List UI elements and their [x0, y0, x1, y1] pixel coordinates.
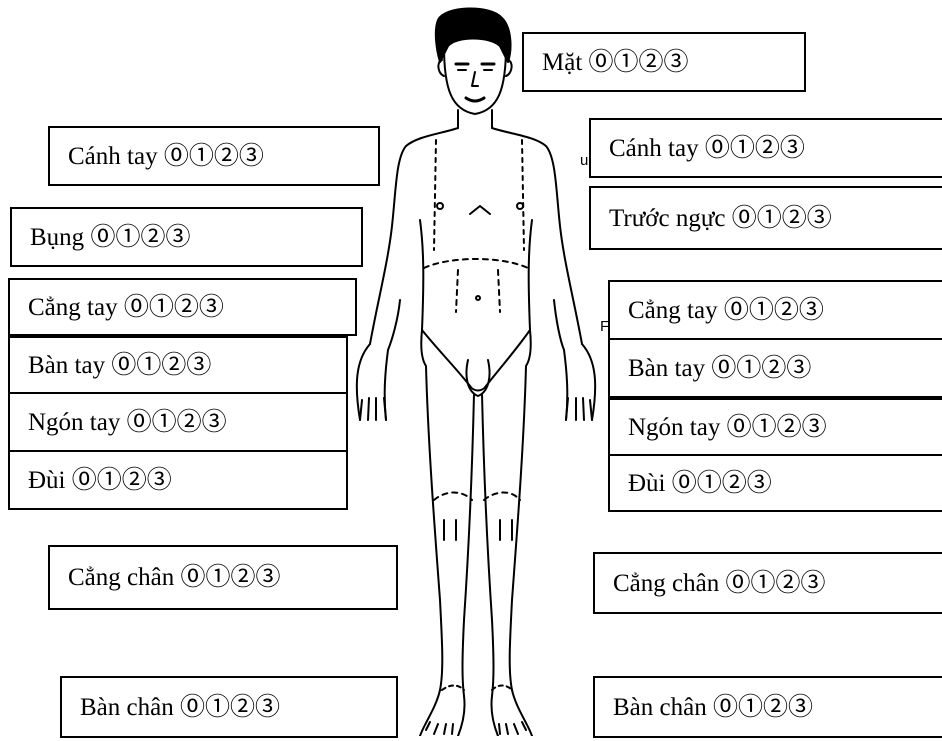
label-thigh-left: Đùi ⓪①②③	[8, 450, 348, 510]
score-options: ⓪①②③	[732, 206, 832, 231]
label-abdomen: Bụng ⓪①②③	[10, 207, 363, 267]
score-options: ⓪①②③	[124, 295, 224, 320]
label-shin-left: Cẳng chân ⓪①②③	[48, 545, 398, 610]
label-forearm-left: Cẳng tay ⓪①②③	[8, 278, 357, 336]
score-options: ⓪①②③	[180, 695, 280, 720]
score-options: ⓪①②③	[727, 415, 827, 440]
label-upper-arm-right: Cánh tay ⓪①②③	[589, 118, 942, 178]
label-hand-right: Bàn tay ⓪①②③	[608, 338, 942, 398]
score-options: ⓪①②③	[111, 353, 211, 378]
stray-mark-u: u	[580, 152, 588, 169]
label-hand-left: Bàn tay ⓪①②③	[8, 336, 348, 394]
score-options: ⓪①②③	[672, 471, 772, 496]
score-options: ⓪①②③	[127, 410, 227, 435]
label-upper-arm-left: Cánh tay ⓪①②③	[48, 126, 380, 186]
human-body-figure	[340, 0, 630, 736]
score-options: ⓪①②③	[164, 144, 264, 169]
label-chest: Trước ngực ⓪①②③	[589, 186, 942, 250]
score-options: ⓪①②③	[180, 565, 280, 590]
label-foot-left: Bàn chân ⓪①②③	[60, 676, 398, 738]
label-foot-right: Bàn chân ⓪①②③	[593, 676, 942, 738]
score-options: ⓪①②③	[713, 695, 813, 720]
score-options: ⓪①②③	[72, 468, 172, 493]
score-options: ⓪①②③	[589, 50, 689, 75]
label-finger-left: Ngón tay ⓪①②③	[8, 392, 348, 452]
score-options: ⓪①②③	[90, 225, 190, 250]
label-shin-right: Cẳng chân ⓪①②③	[593, 552, 942, 614]
score-options: ⓪①②③	[711, 356, 811, 381]
score-options: ⓪①②③	[725, 571, 825, 596]
score-options: ⓪①②③	[705, 136, 805, 161]
label-thigh-right: Đùi ⓪①②③	[608, 454, 942, 512]
hair	[436, 8, 511, 62]
head	[444, 46, 506, 114]
label-forearm-right: Cẳng tay ⓪①②③	[608, 280, 942, 340]
score-options: ⓪①②③	[724, 298, 824, 323]
label-face: Mặt ⓪①②③	[522, 32, 806, 92]
label-finger-right: Ngón tay ⓪①②③	[608, 398, 942, 456]
